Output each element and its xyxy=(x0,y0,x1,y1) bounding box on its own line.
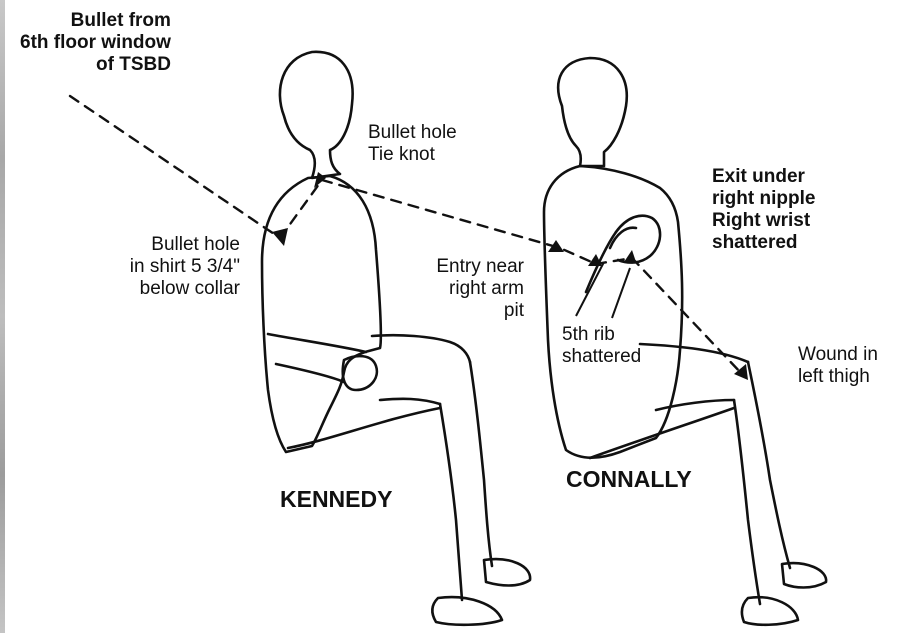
label-line: left thigh xyxy=(798,366,878,388)
kennedy-arm-left xyxy=(268,334,366,352)
label-rib: 5th rib shattered xyxy=(562,324,641,368)
arrowhead-wrist xyxy=(624,250,636,262)
label-line: shattered xyxy=(712,232,815,254)
rib-pointer-2 xyxy=(612,268,630,318)
label-line: Bullet from xyxy=(20,10,171,32)
label-line: Wound in xyxy=(798,344,878,366)
arrowhead-back xyxy=(272,228,288,246)
label-entry-arm: Entry near right arm pit xyxy=(400,256,524,322)
kennedy-thigh-lower xyxy=(380,399,440,404)
label-line: of TSBD xyxy=(20,54,171,76)
label-line: Right wrist xyxy=(712,210,815,232)
kennedy-leg-back xyxy=(440,404,462,600)
label-line: right arm xyxy=(400,278,524,300)
kennedy-torso xyxy=(262,176,381,452)
kennedy-knee xyxy=(372,335,470,362)
connally-knee xyxy=(640,344,748,362)
label-line: Entry near xyxy=(400,256,524,278)
connally-leg-back xyxy=(734,400,760,604)
label-bullet-source: Bullet from 6th floor window of TSBD xyxy=(20,10,171,76)
name-connally: CONNALLY xyxy=(566,466,692,493)
label-line: Bullet hole xyxy=(86,234,240,256)
label-line: 5th rib xyxy=(562,324,641,346)
connally-arm-curve-2 xyxy=(610,228,636,248)
connally-arm-curve xyxy=(616,216,660,263)
kennedy-foot-back xyxy=(432,597,502,625)
label-line: Tie knot xyxy=(368,144,457,166)
kennedy-seat xyxy=(288,408,440,448)
label-line: pit xyxy=(400,300,524,322)
connally-leg-front xyxy=(748,362,790,568)
label-line: below collar xyxy=(86,278,240,300)
label-shirt-hole: Bullet hole in shirt 5 3/4" below collar xyxy=(86,234,240,300)
connally-foot-back xyxy=(742,597,798,625)
label-tie-hole: Bullet hole Tie knot xyxy=(368,122,457,166)
label-line: shattered xyxy=(562,346,641,368)
kennedy-leg-front xyxy=(470,362,492,566)
kennedy-arm-lower xyxy=(276,364,344,382)
name-kennedy: KENNEDY xyxy=(280,486,392,513)
label-exit-wrist: Exit under right nipple Right wrist shat… xyxy=(712,166,815,254)
trajectory-entry-segment xyxy=(70,96,280,238)
connally-torso xyxy=(544,166,682,458)
connally-seat xyxy=(590,408,734,458)
label-line: Exit under xyxy=(712,166,815,188)
label-line: right nipple xyxy=(712,188,815,210)
label-line: in shirt 5 3/4" xyxy=(86,256,240,278)
label-line: Bullet hole xyxy=(368,122,457,144)
connally-thigh-lower xyxy=(656,400,734,410)
label-line: 6th floor window xyxy=(20,32,171,54)
kennedy-head xyxy=(280,52,353,178)
label-thigh: Wound in left thigh xyxy=(798,344,878,388)
pointer-lines xyxy=(576,262,630,318)
rib-pointer-1 xyxy=(576,262,604,316)
connally-head xyxy=(558,58,627,166)
